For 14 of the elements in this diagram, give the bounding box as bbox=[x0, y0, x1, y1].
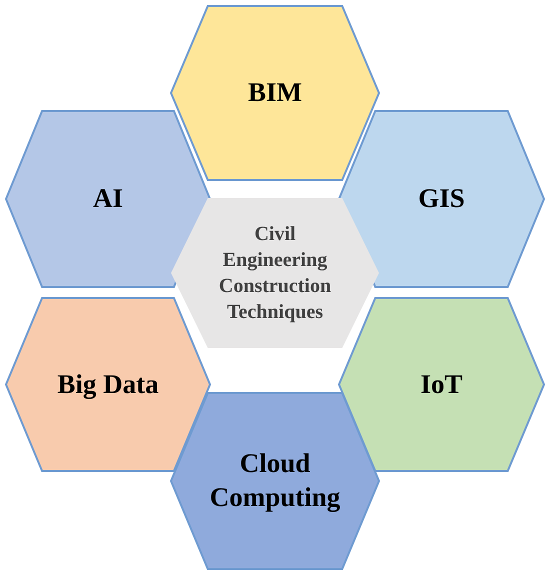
hexagon bbox=[338, 297, 545, 472]
hexagon bbox=[170, 5, 380, 181]
center-hexagon bbox=[170, 197, 380, 349]
hexagon bbox=[5, 110, 211, 288]
hexagon-label: IoT bbox=[420, 368, 463, 401]
hexagon bbox=[338, 110, 545, 288]
hexagon-label: Big Data bbox=[57, 368, 159, 401]
hexagon bbox=[170, 392, 380, 570]
hexagon-label: AI bbox=[92, 182, 123, 216]
hexagon-label: BIM bbox=[248, 76, 302, 110]
hexagon-label: Civil Engineering Construction Techniques bbox=[218, 222, 332, 325]
hexagon bbox=[5, 297, 211, 472]
hexagon-label: GIS bbox=[418, 182, 465, 216]
hexagon-label: Cloud Computing bbox=[208, 447, 342, 514]
